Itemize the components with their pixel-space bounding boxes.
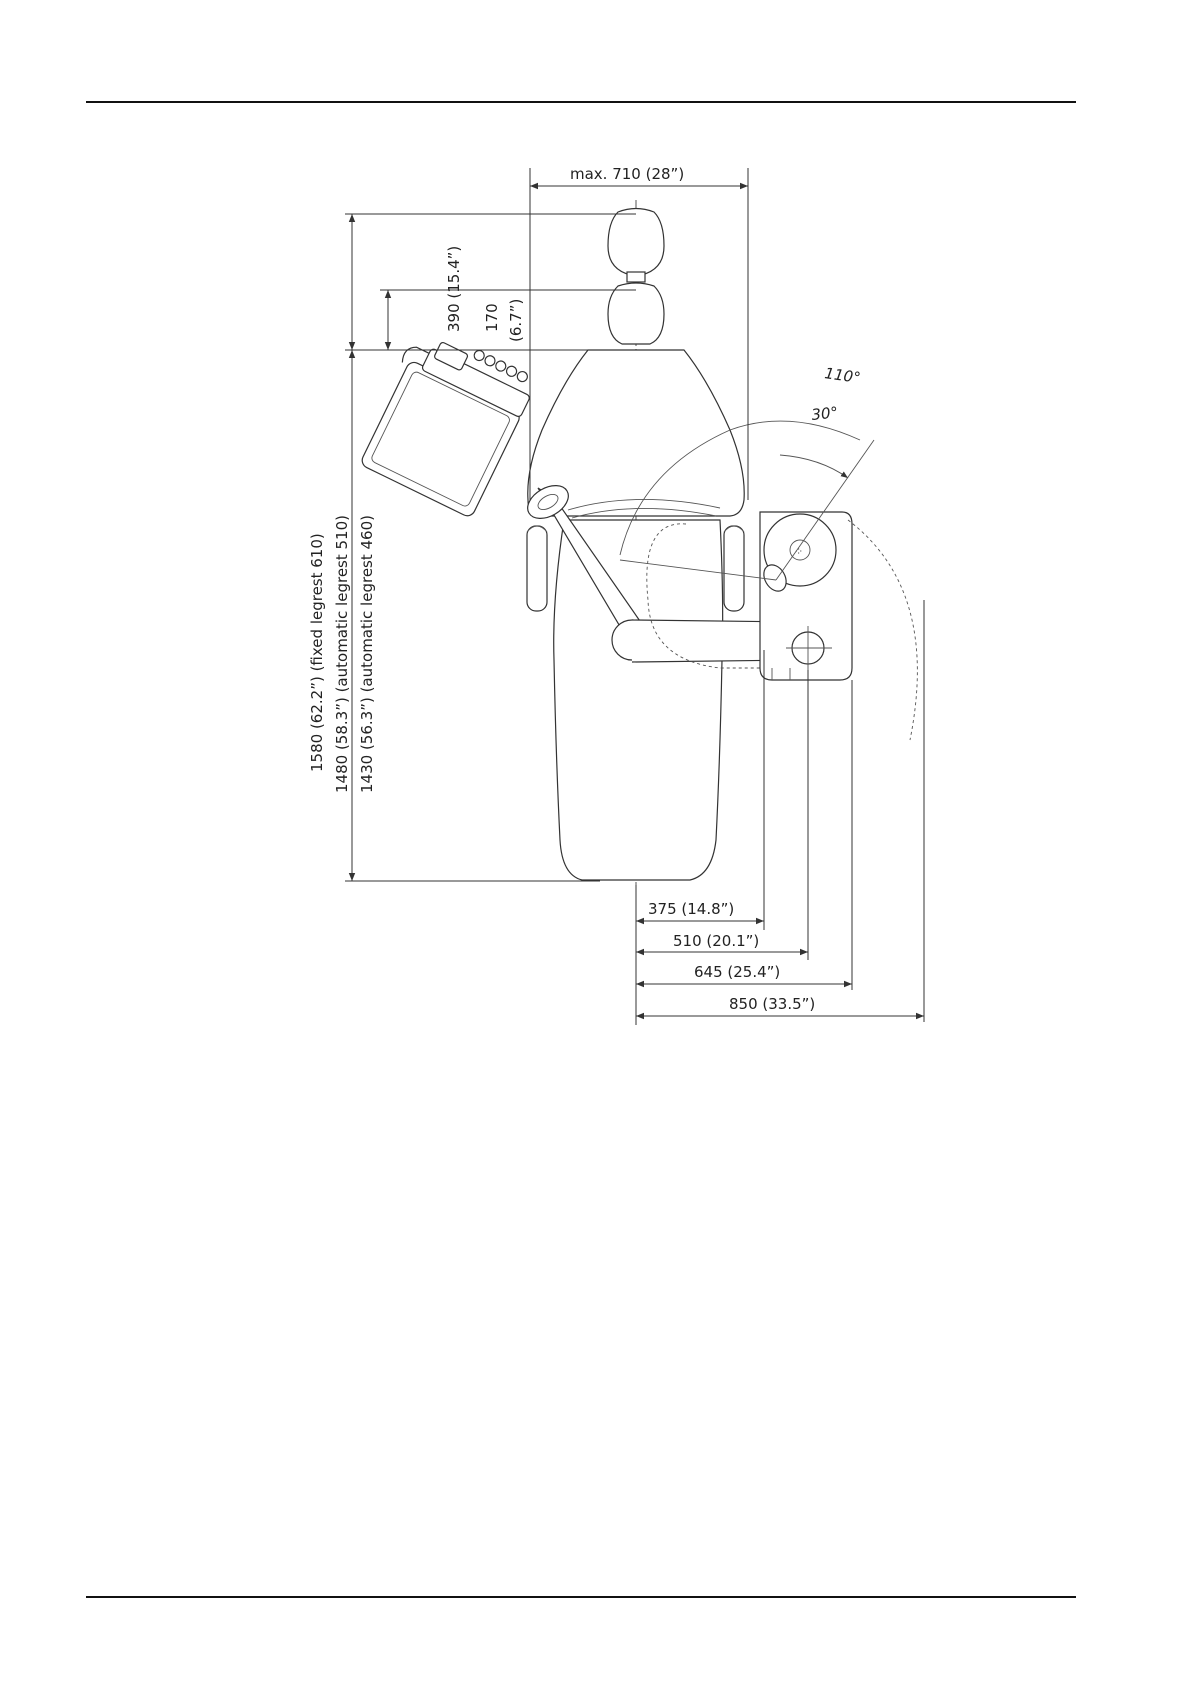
dim-headrest-offset-mm-label: 170 xyxy=(483,303,501,332)
dim-headrest-offset-in-label: (6.7”) xyxy=(507,299,525,342)
dim-length-auto-510-label: 1480 (58.3”) (automatic legrest 510) xyxy=(333,515,351,793)
headrest-lower xyxy=(608,283,664,344)
dim-offset-645-label: 645 (25.4”) xyxy=(694,963,780,981)
headrest-joint xyxy=(627,272,645,282)
water-unit-swing-arc xyxy=(848,520,917,740)
dim-offset-510-label: 510 (20.1”) xyxy=(673,932,759,950)
dim-offset-850-label: 850 (33.5”) xyxy=(729,995,815,1013)
seat-legrest xyxy=(554,520,723,880)
dim-length-auto-460-label: 1430 (56.3”) (automatic legrest 460) xyxy=(358,515,376,793)
dim-length-fixed-label: 1580 (62.2”) (fixed legrest 610) xyxy=(308,533,326,772)
dim-width-max-label: max. 710 (28”) xyxy=(570,165,684,183)
armrest-left xyxy=(527,526,547,611)
headrest-upper xyxy=(608,209,664,277)
angle-30-label: 30° xyxy=(811,403,839,424)
armrest-right xyxy=(724,526,744,611)
angle-110-label: 110° xyxy=(823,364,861,387)
dim-headrest-travel-label: 390 (15.4”) xyxy=(445,246,463,332)
dim-offset-375-label: 375 (14.8”) xyxy=(648,900,734,918)
arc-30 xyxy=(780,455,848,478)
